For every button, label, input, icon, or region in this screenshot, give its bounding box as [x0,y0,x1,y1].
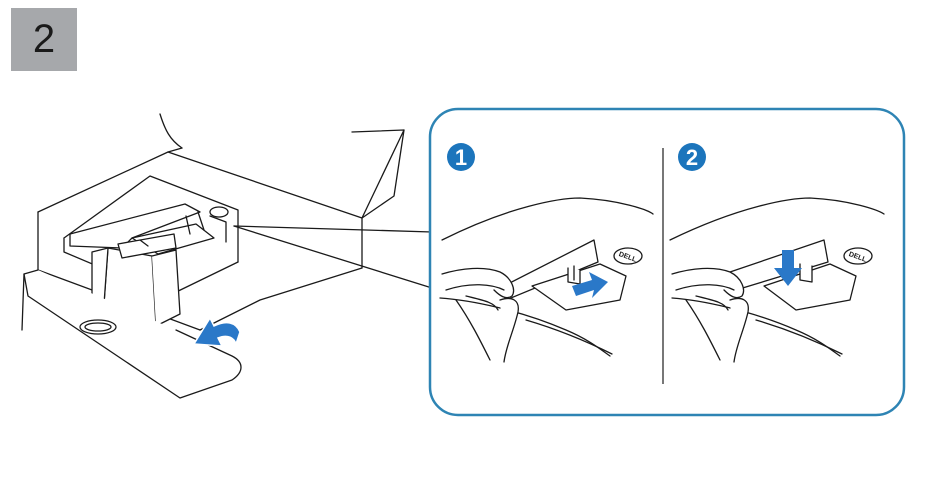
svg-text:1: 1 [455,145,467,170]
monitor-box-illustration [21,113,433,399]
down-push-arrow-icon [774,250,802,286]
substep-1-badge: 1 [447,143,475,171]
substep-2-badge: 2 [678,143,706,171]
curved-rotate-arrow-icon [192,316,241,347]
substep-2-illustration [669,197,885,363]
right-push-arrow-icon [572,272,608,298]
step-number-badge: 2 [11,8,77,71]
substep-1-illustration [439,197,654,363]
detail-callout [428,107,906,417]
svg-text:2: 2 [686,145,698,170]
